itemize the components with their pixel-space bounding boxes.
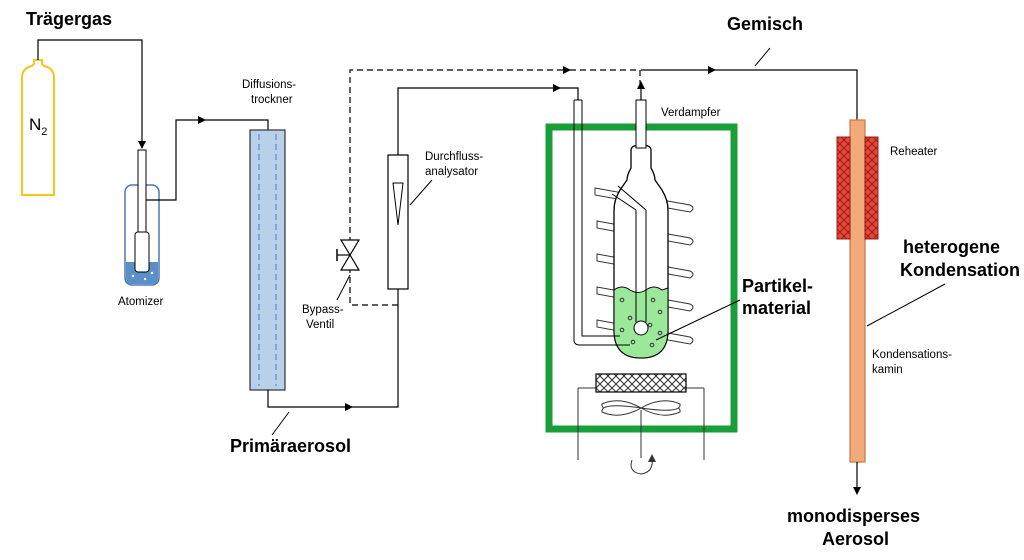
primaeraerosol-label: Primäraerosol xyxy=(230,436,351,456)
kamin-label-1: Kondensations- xyxy=(872,349,952,361)
hetero-label-2: Kondensation xyxy=(900,260,1020,280)
line-to-flow-analyser xyxy=(352,289,399,408)
line-flow-to-evaporator xyxy=(397,84,561,155)
diffusion-dryer xyxy=(249,129,286,391)
durchfluss-label-2: analysator xyxy=(425,166,478,178)
verdampfer-label: Verdampfer xyxy=(661,107,721,119)
diffusion-label-1: Diffusions- xyxy=(242,79,296,91)
gas-line-to-atomizer xyxy=(37,39,146,149)
hetero-label-1: heterogene xyxy=(903,237,1000,257)
line-to-inlet-tube xyxy=(560,87,579,100)
n2-label: N2 xyxy=(29,115,47,138)
partikel-label-2: material xyxy=(742,298,811,318)
durchfluss-leader-line xyxy=(409,179,433,206)
inlet-tube xyxy=(573,99,630,346)
evaporator-flask xyxy=(611,99,669,359)
flow-analyser xyxy=(387,154,409,290)
durchfluss-label-1: Durchfluss- xyxy=(425,151,483,163)
bypass-valve xyxy=(336,239,361,271)
diffusion-label-2: trockner xyxy=(251,94,293,106)
mono-label-1: monodisperses xyxy=(787,506,920,526)
reheater xyxy=(836,136,879,240)
bypass-dashed-line-2 xyxy=(570,69,641,85)
line-atomizer-to-dryer xyxy=(146,116,206,201)
bypass-dashed-line xyxy=(349,66,571,306)
n2-gas-bottle xyxy=(21,59,55,196)
kamin-label-2: kamin xyxy=(872,364,903,376)
gemisch-label: Gemisch xyxy=(727,14,803,34)
traegergas-label: Trägergas xyxy=(26,9,112,29)
hetero-leader-line xyxy=(866,283,946,327)
partikel-label-1: Partikel- xyxy=(742,276,813,296)
primaer-leader-line xyxy=(271,411,290,436)
bypass-label-1: Bypass- xyxy=(302,304,344,316)
bypass-leader-line xyxy=(336,274,351,301)
gemisch-leader-line xyxy=(754,47,771,67)
bypass-label-2: Ventil xyxy=(306,319,334,331)
mixture-line-2 xyxy=(715,69,858,120)
atomizer xyxy=(124,149,160,286)
mono-label-2: Aerosol xyxy=(822,529,889,549)
line-to-dryer-inlet xyxy=(205,119,269,130)
condensation-chimney xyxy=(849,119,866,463)
atomizer-label: Atomizer xyxy=(118,296,164,308)
line-dryer-out xyxy=(267,390,353,411)
partikel-leader-line xyxy=(655,299,741,341)
reheater-label: Reheater xyxy=(890,146,937,158)
